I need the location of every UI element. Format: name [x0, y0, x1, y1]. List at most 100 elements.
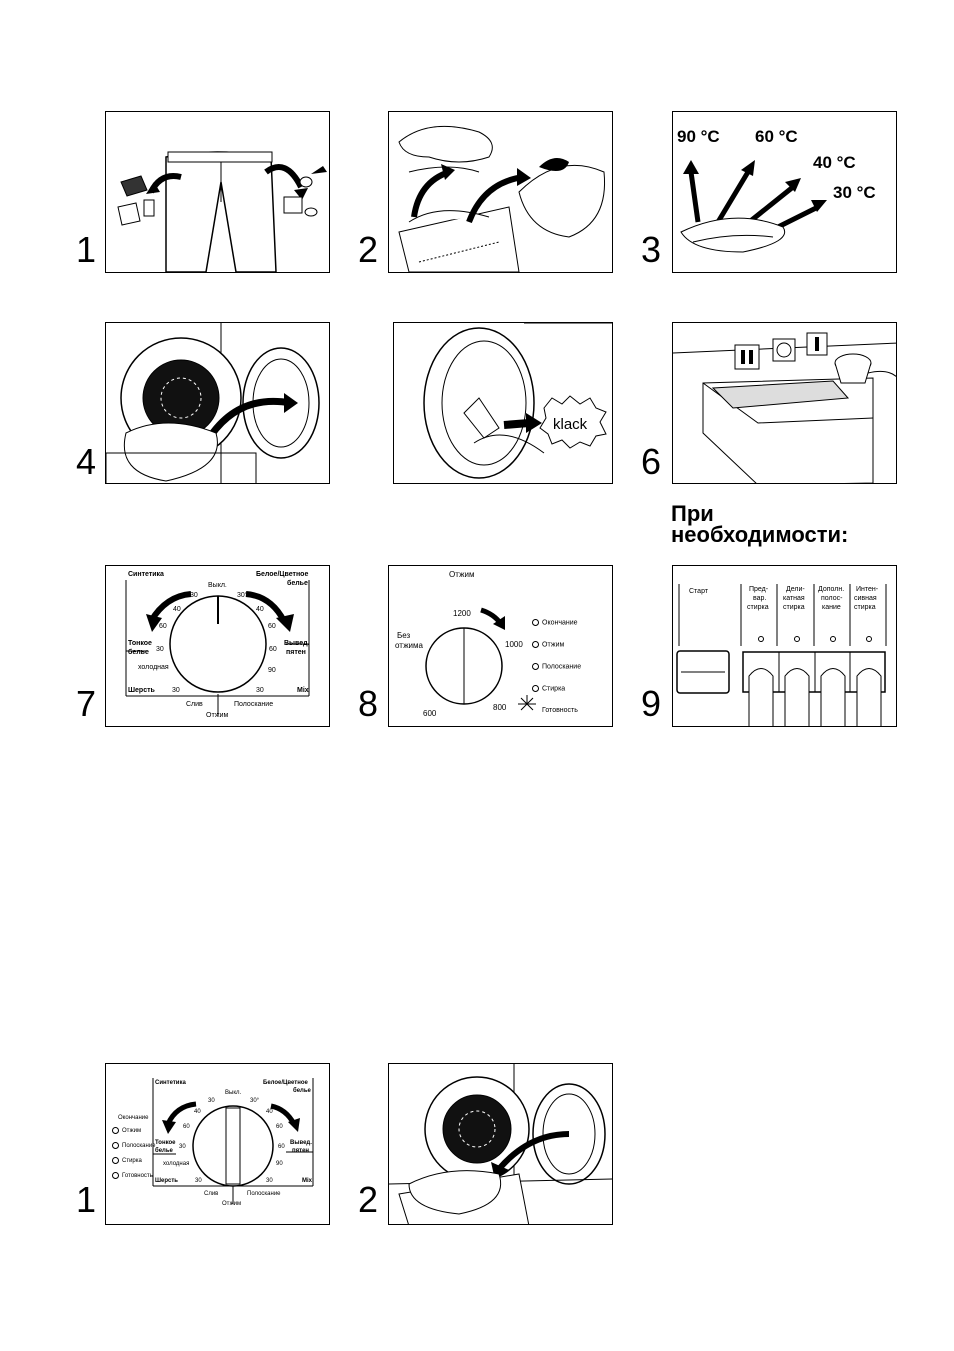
step-number: 1 [76, 229, 97, 270]
dial2-syn-30: 30 [208, 1098, 215, 1104]
if-needed-line1: При [671, 501, 714, 526]
panel-close-door: klack [393, 322, 613, 484]
dial-mix: Mix [297, 687, 309, 694]
rinse-label-1: Дополн. [818, 586, 845, 593]
prewash-label-1: Пред- [749, 586, 769, 593]
status2-wash: Стирка [112, 1157, 142, 1164]
if-needed-line2: необходимости: [671, 522, 849, 547]
intensive-label-1: Интен- [856, 586, 879, 593]
status-end: Окончание [532, 619, 578, 626]
spin-nospin-2: отжима [395, 641, 423, 650]
dial2-cold: холодная [163, 1161, 190, 1167]
rinse-label-3: кание [822, 604, 841, 611]
step-number: 3 [641, 229, 662, 270]
panel-load-drum [105, 322, 330, 484]
prewash-label-2: вар. [753, 595, 767, 602]
dial2-stain: Вывед. [290, 1140, 312, 1146]
panel-sort-temperature: 90 °C 60 °C 40 °C 30 °C [672, 111, 897, 273]
step-number: 1 [76, 1179, 97, 1220]
dial2-wool: Шерсть [155, 1178, 178, 1184]
status2-ready: Готовность [112, 1172, 153, 1179]
step-number: 6 [641, 441, 662, 482]
dial2-rinse: Полоскание [247, 1191, 281, 1197]
panel-unload-drum [388, 1063, 613, 1225]
unload-drum-illustration [389, 1064, 612, 1224]
step-number: 7 [76, 683, 97, 724]
dial-rinse: Полоскание [234, 701, 274, 708]
dial2-cot-40: 40 [266, 1109, 273, 1115]
dial2-mix: Mix [302, 1178, 313, 1184]
panel-option-buttons: Старт Пред- вар. стирка Дели- катная сти… [672, 565, 897, 727]
pockets-illustration [117, 151, 327, 272]
status2-rinse: Полоскание [112, 1142, 156, 1149]
close-door-illustration [423, 323, 612, 479]
dial-synthetics: Синтетика [128, 571, 164, 578]
temp-40: 40 °C [813, 153, 856, 172]
dial-delicates: Тонкое [128, 640, 152, 647]
dial-30deg: 30° [237, 592, 248, 599]
sort-laundry-illustration [398, 125, 606, 272]
dial-off: Выкл. [208, 582, 227, 589]
dial-syn-30: 30 [190, 592, 198, 599]
detergent-drawer-illustration [673, 332, 896, 483]
dial2-cot-60: 60 [276, 1124, 283, 1130]
dial-end-illustration [152, 1078, 314, 1204]
prewash-label-3: стирка [747, 604, 769, 611]
dial-drain: Слив [186, 701, 203, 708]
temp-90: 90 °C [677, 127, 720, 146]
dial2-delicates-2: белье [155, 1148, 173, 1154]
dial2-syn-60: 60 [183, 1124, 190, 1130]
spin-1000: 1000 [505, 640, 523, 649]
dial-syn-60: 60 [159, 623, 167, 630]
dial2-del-30: 30 [179, 1144, 186, 1150]
dial-stain-60: 60 [269, 646, 277, 653]
dial2-wool-30: 30 [195, 1178, 202, 1184]
dial2-cottons: Белое/Цветное [263, 1080, 308, 1086]
status-ready: Готовность [542, 707, 578, 714]
intensive-label-2: сивная [854, 595, 877, 602]
temp-60: 60 °C [755, 127, 798, 146]
dial2-cottons-2: белье [293, 1088, 311, 1094]
dial2-synthetics: Синтетика [155, 1080, 186, 1086]
dial-cot-60: 60 [268, 623, 276, 630]
dial-cold: холодная [138, 664, 169, 671]
dial-spin: Отжим [206, 712, 229, 719]
panel-dial-end: Окончание Отжим Полоскание Стирка Готовн… [105, 1063, 330, 1225]
status-spin: Отжим [532, 641, 564, 648]
dial2-drain: Слив [204, 1191, 219, 1197]
dial2-delicates: Тонкое [155, 1140, 176, 1146]
dial-cottons-2: белье [287, 580, 308, 587]
delicate-label-3: стирка [783, 604, 805, 611]
dial2-stain-90: 90 [276, 1161, 283, 1167]
delicate-label-2: катная [783, 595, 805, 602]
temp-30: 30 °C [833, 183, 876, 202]
spin-1200: 1200 [453, 609, 471, 618]
dial-cot-40: 40 [256, 606, 264, 613]
spin-600: 600 [423, 709, 437, 718]
dial-wool: Шерсть [128, 687, 155, 694]
delicate-label-1: Дели- [786, 586, 805, 593]
status2-spin: Отжим [112, 1127, 141, 1134]
dial-stain-90: 90 [268, 667, 276, 674]
step-number: 2 [358, 1179, 379, 1220]
dial-wool-30: 30 [172, 687, 180, 694]
status2-end: Окончание [118, 1115, 149, 1121]
step-number: 2 [358, 229, 379, 270]
dial-del-30: 30 [156, 646, 164, 653]
dial2-off: Выкл. [225, 1090, 242, 1096]
dial-cottons: Белое/Цветное [256, 571, 309, 578]
spin-title: Отжим [449, 570, 475, 579]
if-needed-heading: При необходимости: [671, 501, 849, 547]
rinse-label-2: полос- [821, 595, 843, 602]
panel-spin-select: Отжим Без отжима 1200 1000 800 600 Оконч… [388, 565, 613, 727]
dial2-stain-2: пятен [292, 1148, 310, 1154]
spin-nospin: Без [397, 631, 411, 640]
panel-sort-laundry [388, 111, 613, 273]
step-number: 9 [641, 683, 662, 724]
klack-label: klack [553, 416, 588, 433]
spin-800: 800 [493, 703, 507, 712]
dial2-30deg: 30° [250, 1098, 260, 1104]
load-drum-illustration [106, 323, 320, 483]
panel-program-dial: Синтетика Белое/Цветное белье Выкл. 30 4… [105, 565, 330, 727]
status-rinse: Полоскание [532, 663, 581, 670]
